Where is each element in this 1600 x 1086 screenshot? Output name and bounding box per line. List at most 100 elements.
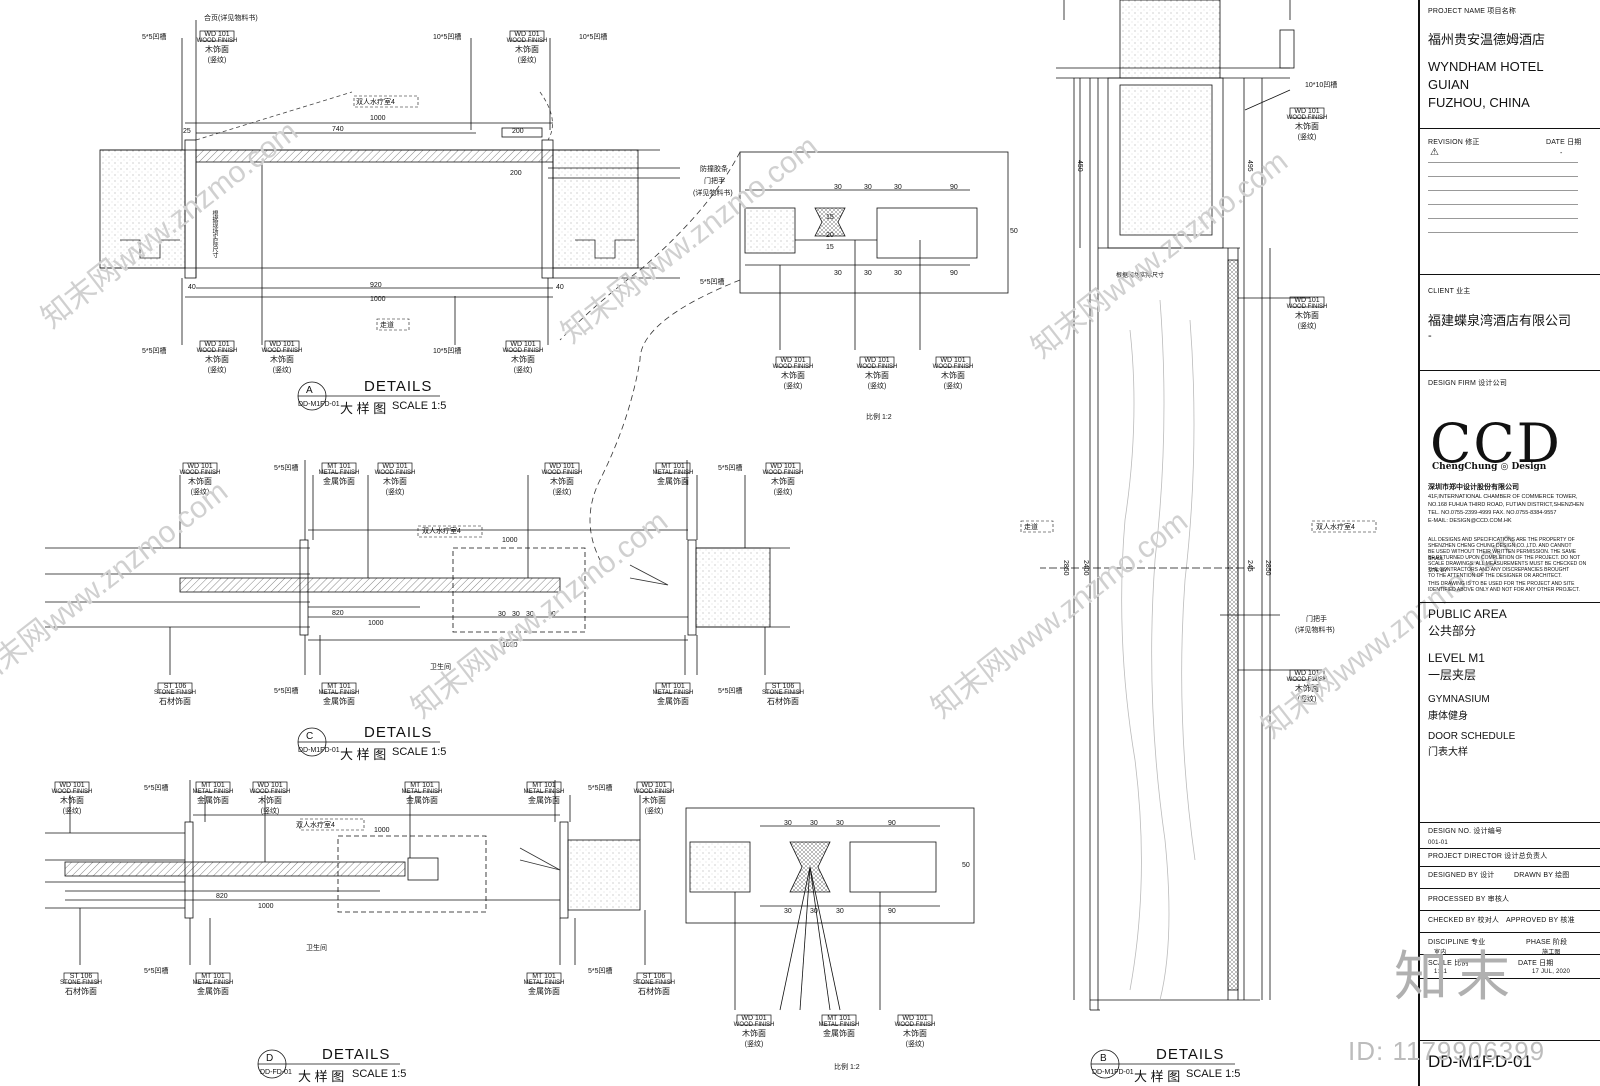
tag-code: ST — [163, 683, 173, 690]
phase-label: PHASE 阶段 — [1526, 939, 1568, 946]
tag-code: WD — [257, 782, 270, 789]
tag-wd-c1: WD 101 WOOD FINISH 木饰面 (竖纹) — [180, 463, 221, 497]
tag-num: 101 — [673, 463, 685, 470]
note-site: 根据现场实际尺寸 — [211, 210, 217, 258]
tag-en: METAL FINISH — [318, 470, 360, 476]
tag-code: MT — [532, 973, 543, 980]
tag-cn: 木饰面 — [1295, 684, 1319, 693]
note-bumper: 防撞胶条 — [700, 166, 728, 173]
tag-cn: 石材饰面 — [767, 697, 799, 706]
tag-en: WOOD FINISH — [261, 348, 303, 354]
tag-note: (竖纹) — [513, 367, 533, 374]
tag-cn: 木饰面 — [258, 796, 282, 805]
tag-code: WD — [902, 1015, 915, 1022]
note-groove: 5*5凹槽 — [588, 968, 613, 975]
tag-note: (竖纹) — [207, 57, 227, 64]
tag-cn: 木饰面 — [188, 477, 212, 486]
disclaimer-1: ALL DESIGNS AND SPECIFICATIONS ARE THE P… — [1428, 537, 1575, 543]
note-room: 双人水疗室4 — [1316, 524, 1355, 531]
tag-num: 106 — [782, 683, 795, 690]
tag-code: WD — [940, 357, 953, 364]
tag-code: ST — [69, 973, 79, 980]
tag-num: 101 — [217, 31, 230, 38]
tag-num: 101 — [1307, 297, 1320, 304]
detail-ref: DD-M1FD-01 — [298, 401, 340, 408]
note-room: 双人水疗室4 — [422, 528, 461, 535]
tag-code: WD — [204, 31, 217, 38]
tag-en: WOOD FINISH — [249, 789, 291, 795]
detail-title: DETAILS — [364, 724, 433, 741]
note-handle-ref: (详见物料书) — [1295, 627, 1335, 634]
level-cn: 一层夹层 — [1428, 668, 1477, 682]
dim-1000: 1000 — [374, 827, 390, 834]
tag-note: (竖纹) — [1297, 696, 1317, 703]
detail-subtitle: 大 样 图 — [1134, 1069, 1181, 1084]
tag-code: WD — [1294, 297, 1307, 304]
tag-num: 101 — [793, 357, 806, 364]
detail-ref: DD-M1FD-01 — [1092, 1069, 1134, 1076]
tag-en: WOOD FINISH — [894, 1022, 936, 1028]
tag-code: WD — [1294, 108, 1307, 115]
tag-num: 101 — [754, 1015, 767, 1022]
tag-en: WOOD FINISH — [502, 348, 544, 354]
dim-30: 30 — [512, 611, 520, 618]
ccd-logo: CCD — [1430, 412, 1562, 475]
note-groove: 5*5凹槽 — [274, 688, 299, 695]
note-scale-1-2: 比例 1:2 — [866, 414, 892, 421]
dim-1000: 1000 — [502, 642, 518, 649]
project-name-en-2: GUIAN — [1428, 77, 1470, 92]
tag-wd-a4: WD 101 WOOD FINISH 木饰面 (竖纹) — [262, 341, 303, 375]
detail-scale: SCALE 1:5 — [392, 400, 447, 412]
tag-wd-a3: WD 101 WOOD FINISH 木饰面 (竖纹) — [197, 341, 238, 375]
tag-en: WOOD FINISH — [856, 364, 898, 370]
tag-en: WOOD FINISH — [541, 470, 583, 476]
note-handle: 门把手 — [704, 178, 725, 185]
dim-2400: 2400 — [1082, 560, 1089, 576]
tag-code: WD — [741, 1015, 754, 1022]
tag-wd-c4: WD 101 WOOD FINISH 木饰面 (竖纹) — [763, 463, 804, 497]
detail-title: DETAILS — [322, 1046, 391, 1063]
tag-en: WOOD FINISH — [932, 364, 974, 370]
tag-cn: 木饰面 — [60, 796, 84, 805]
tag-mt-c2: MT 101 METAL FINISH 金属饰面 — [653, 463, 694, 487]
tag-wd-d1: WD 101 WOOD FINISH 木饰面 (竖纹) — [52, 782, 93, 816]
dim-200: 200 — [512, 128, 524, 135]
tag-note: (竖纹) — [385, 489, 405, 496]
tag-en: METAL FINISH — [652, 470, 694, 476]
tag-num: 101 — [422, 782, 434, 789]
tag-num: 101 — [673, 683, 685, 690]
note-groove: 5*5凹槽 — [588, 785, 613, 792]
tag-code: WD — [187, 463, 200, 470]
area-cn: 公共部分 — [1428, 624, 1477, 638]
tag-code: WD — [510, 341, 523, 348]
tag-en: WOOD FINISH — [506, 38, 548, 44]
dim-30: 30 — [836, 908, 844, 915]
tag-wd-a5: WD 101 WOOD FINISH 木饰面 (竖纹) — [503, 341, 544, 375]
disclaimer-4: BE RETURNED UPON COMPLETION OF THE PROJE… — [1428, 555, 1581, 561]
project-name-en-1: WYNDHAM HOTEL — [1428, 59, 1544, 74]
tag-code: WD — [770, 463, 783, 470]
tag-note: (竖纹) — [644, 808, 664, 815]
client-name: 福建蝶泉湾酒店有限公司 — [1428, 313, 1572, 328]
tag-note: (竖纹) — [783, 383, 803, 390]
tag-note: (竖纹) — [905, 1041, 925, 1048]
drawing-number: DD-M1F.D-01 — [1428, 1052, 1532, 1071]
tag-cn: 木饰面 — [903, 1029, 927, 1038]
tag-cn: 木饰面 — [865, 371, 889, 380]
dim-2850: 2850 — [1264, 560, 1271, 576]
dim-15: 15 — [826, 214, 834, 221]
tag-code: MT — [661, 683, 672, 690]
tag-note: (竖纹) — [272, 367, 292, 374]
note-handle: 门把手 — [1306, 616, 1327, 623]
tag-num: 101 — [1307, 108, 1320, 115]
watermark-brand: 知末 — [1394, 945, 1518, 1008]
tag-wd-f1: WD 101 WOOD FINISH 木饰面 (竖纹) — [734, 1015, 775, 1049]
tag-cn: 石材饰面 — [638, 987, 670, 996]
tag-num: 101 — [339, 683, 351, 690]
tag-mt-c4: MT 101 METAL FINISH 金属饰面 — [653, 683, 694, 707]
note-room: 双人水疗室4 — [356, 99, 395, 106]
dim-920: 920 — [370, 282, 382, 289]
tag-num: 106 — [174, 683, 187, 690]
note-groove: 5*5凹槽 — [144, 785, 169, 792]
